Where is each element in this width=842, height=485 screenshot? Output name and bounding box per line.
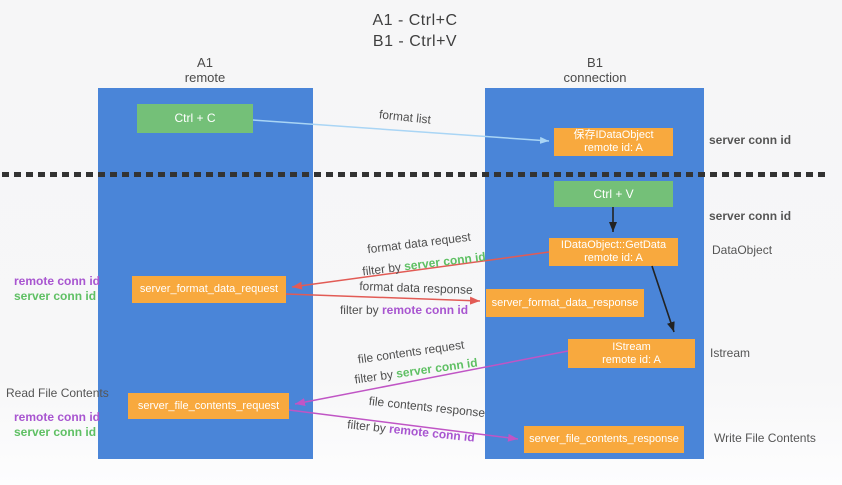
- format-data-response-filter-label: filter by remote conn id: [340, 303, 468, 317]
- file-contents-response-label: file contents response: [368, 393, 486, 421]
- filter-by-text: filter by: [346, 417, 387, 436]
- remote-conn-id-annotation: remote conn id: [14, 410, 101, 424]
- remote-conn-id-text: remote conn id: [388, 421, 476, 445]
- dataobject-annotation: DataObject: [712, 243, 773, 257]
- title-line-2: B1 - Ctrl+V: [372, 33, 458, 50]
- lane-a1-subtitle: remote: [184, 70, 226, 85]
- file-contents-response-filter-label: filter by remote conn id: [347, 417, 476, 444]
- node-save-idataobject: 保存IDataObject remote id: A: [554, 128, 673, 156]
- filter-by-text: filter by: [339, 303, 379, 317]
- node-save-idataobject-line1: 保存IDataObject: [573, 129, 654, 141]
- node-idataobject-getdata-line2: remote id: A: [584, 252, 643, 264]
- server-conn-id-annotation-top: server conn id: [709, 133, 792, 147]
- node-server-file-contents-request: server_file_contents_request: [128, 393, 289, 419]
- node-ctrl-c: Ctrl + C: [137, 104, 253, 133]
- lane-header-a1: A1 remote: [145, 55, 265, 85]
- node-server-file-contents-response: server_file_contents_response: [524, 426, 684, 453]
- lane-header-b1: B1 connection: [535, 55, 655, 85]
- node-ctrl-v: Ctrl + V: [554, 181, 673, 207]
- node-server-format-data-request: server_format_data_request: [132, 276, 286, 303]
- session-separator-dotted-line: [2, 172, 830, 177]
- filter-by-text: filter by: [361, 259, 402, 279]
- left-conn-id-annotation-lower: remote conn id server conn id: [14, 410, 101, 440]
- write-file-contents-annotation: Write File Contents: [714, 431, 816, 445]
- lane-a1-title: A1: [197, 55, 213, 70]
- node-save-idataobject-line2: remote id: A: [584, 142, 643, 154]
- node-istream-line2: remote id: A: [602, 353, 661, 366]
- node-idataobject-getdata: IDataObject::GetData remote id: A: [549, 238, 678, 266]
- node-istream-line1: IStream: [612, 340, 651, 353]
- node-server-format-data-response: server_format_data_response: [486, 289, 644, 317]
- node-istream: IStream remote id: A: [568, 339, 695, 368]
- diagram-title: A1 - Ctrl+C B1 - Ctrl+V: [325, 10, 505, 52]
- left-conn-id-annotation-upper: remote conn id server conn id: [14, 274, 101, 304]
- read-file-contents-annotation: Read File Contents: [6, 386, 109, 400]
- server-conn-id-annotation: server conn id: [14, 425, 97, 439]
- remote-conn-id-annotation: remote conn id: [14, 274, 101, 288]
- format-data-response-label: format data response: [359, 279, 473, 297]
- lane-b1-title: B1: [587, 55, 603, 70]
- lane-b1-subtitle: connection: [563, 70, 627, 85]
- istream-annotation: Istream: [710, 346, 751, 360]
- node-idataobject-getdata-line1: IDataObject::GetData: [560, 239, 667, 251]
- title-line-1: A1 - Ctrl+C: [372, 12, 458, 29]
- server-conn-id-text: server conn id: [403, 249, 487, 274]
- format-list-label: format list: [378, 107, 432, 127]
- server-conn-id-annotation-mid: server conn id: [709, 209, 792, 223]
- remote-conn-id-text: remote conn id: [382, 303, 469, 317]
- filter-by-text: filter by: [353, 367, 394, 387]
- server-conn-id-annotation: server conn id: [14, 289, 97, 303]
